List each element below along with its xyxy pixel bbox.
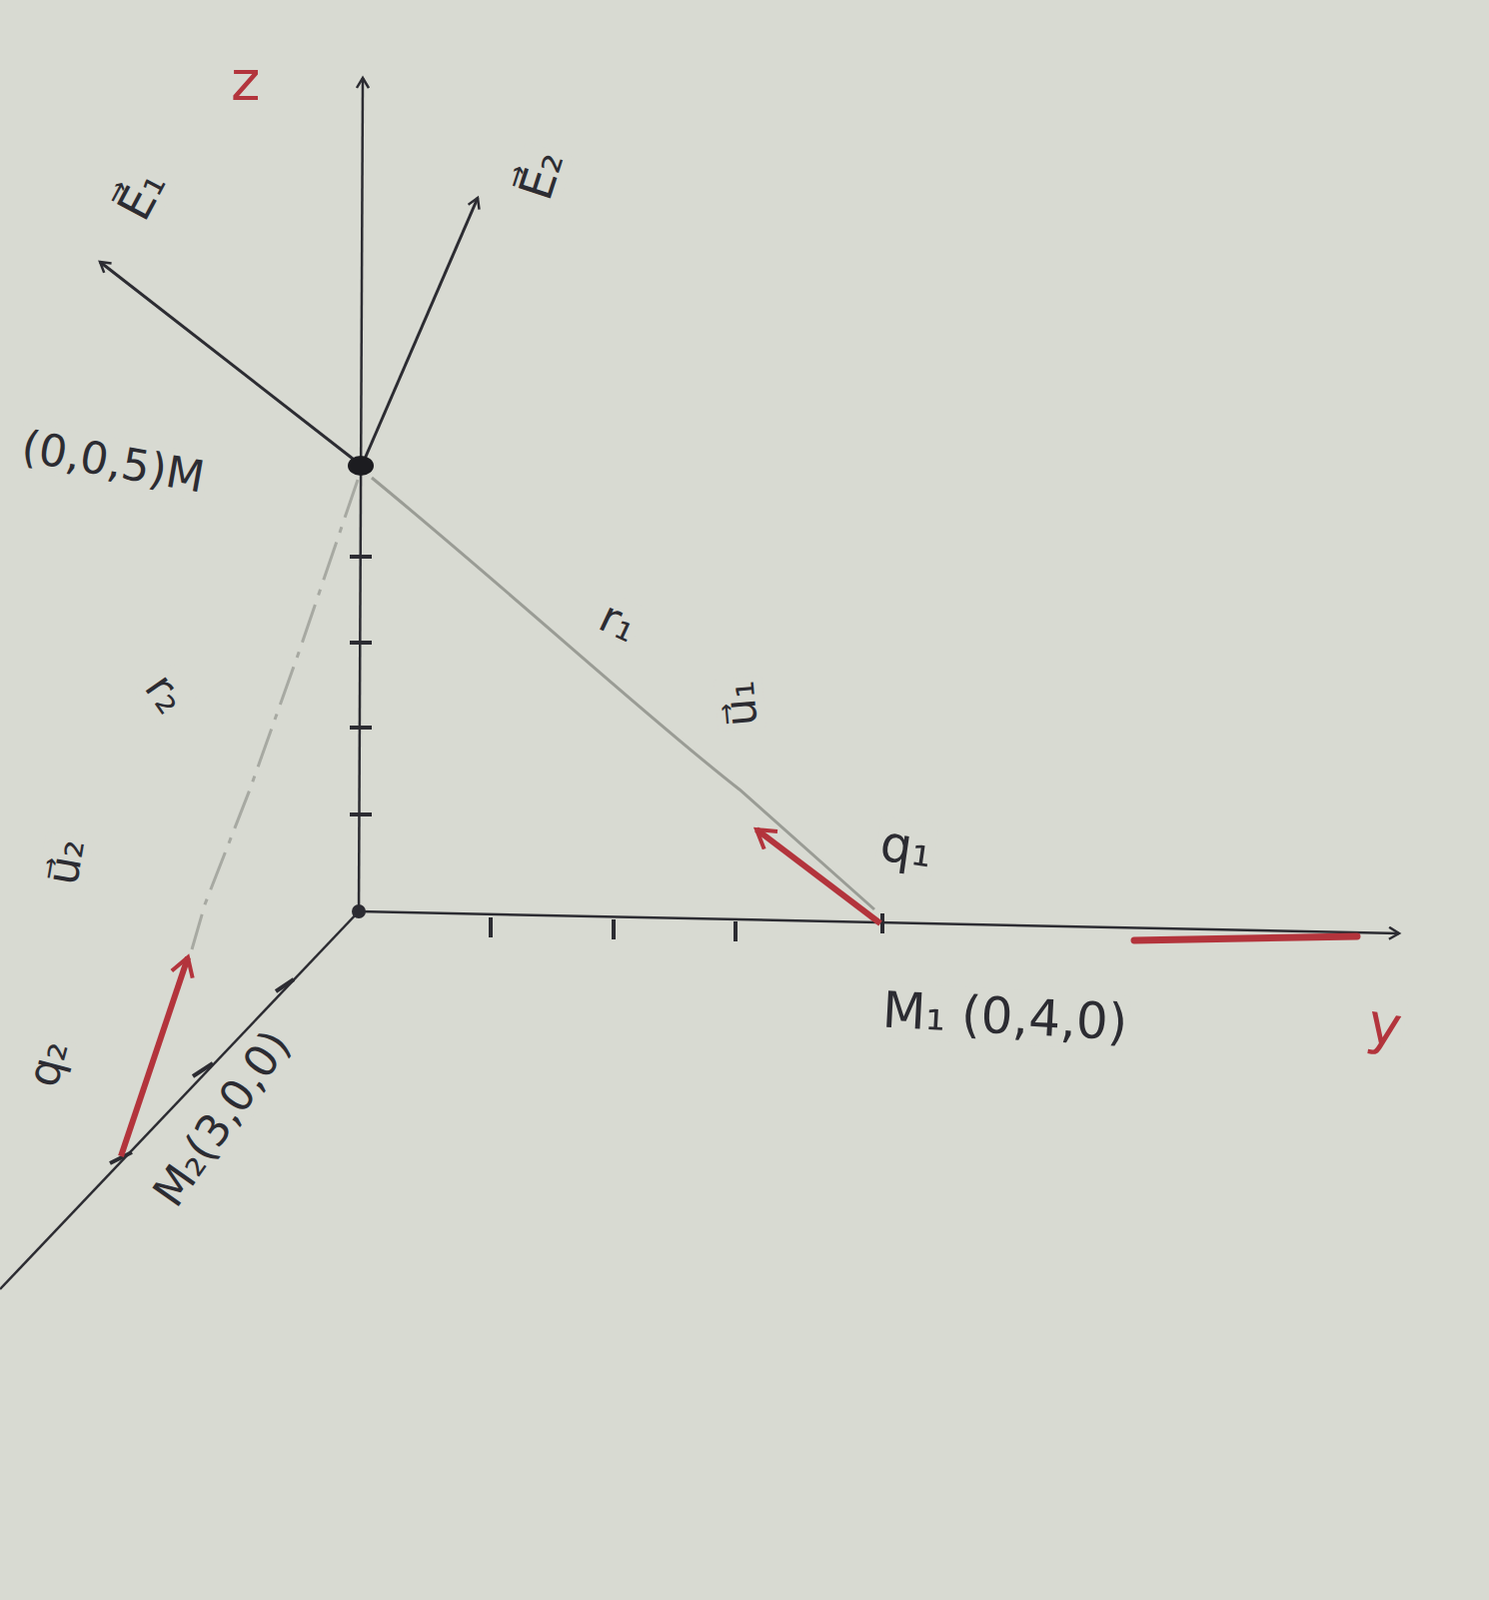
distance-label: r₁ xyxy=(589,590,648,652)
charge-label: q₂ xyxy=(17,1032,78,1095)
point-label: (0,0,5)M xyxy=(14,421,211,503)
origin-dot xyxy=(351,904,366,919)
point-m xyxy=(347,455,374,476)
axis-label: y xyxy=(1360,991,1410,1059)
distance-label: r₂ xyxy=(133,662,198,725)
charge-label: q₁ xyxy=(873,815,939,879)
vector-label: E⃗₁ xyxy=(106,159,177,231)
r2-line xyxy=(191,479,358,950)
vector-label: E⃗₂ xyxy=(508,141,574,209)
q2-unit-vector xyxy=(120,957,188,1157)
unit-vector-label: u⃗₂ xyxy=(36,832,94,892)
axis-highlight xyxy=(1134,936,1358,941)
point-label: M₂(3,0,0) xyxy=(142,1019,302,1218)
e2-vector xyxy=(361,197,478,466)
unit-vector-label: u⃗₁ xyxy=(713,675,767,732)
axis-label: z xyxy=(227,49,263,112)
x-axis xyxy=(0,911,359,1290)
r1-line xyxy=(371,477,875,910)
e1-vector xyxy=(99,261,362,466)
point-label: M₁ (0,4,0) xyxy=(878,982,1133,1051)
q1-unit-vector xyxy=(756,829,881,924)
z-axis xyxy=(358,77,363,912)
